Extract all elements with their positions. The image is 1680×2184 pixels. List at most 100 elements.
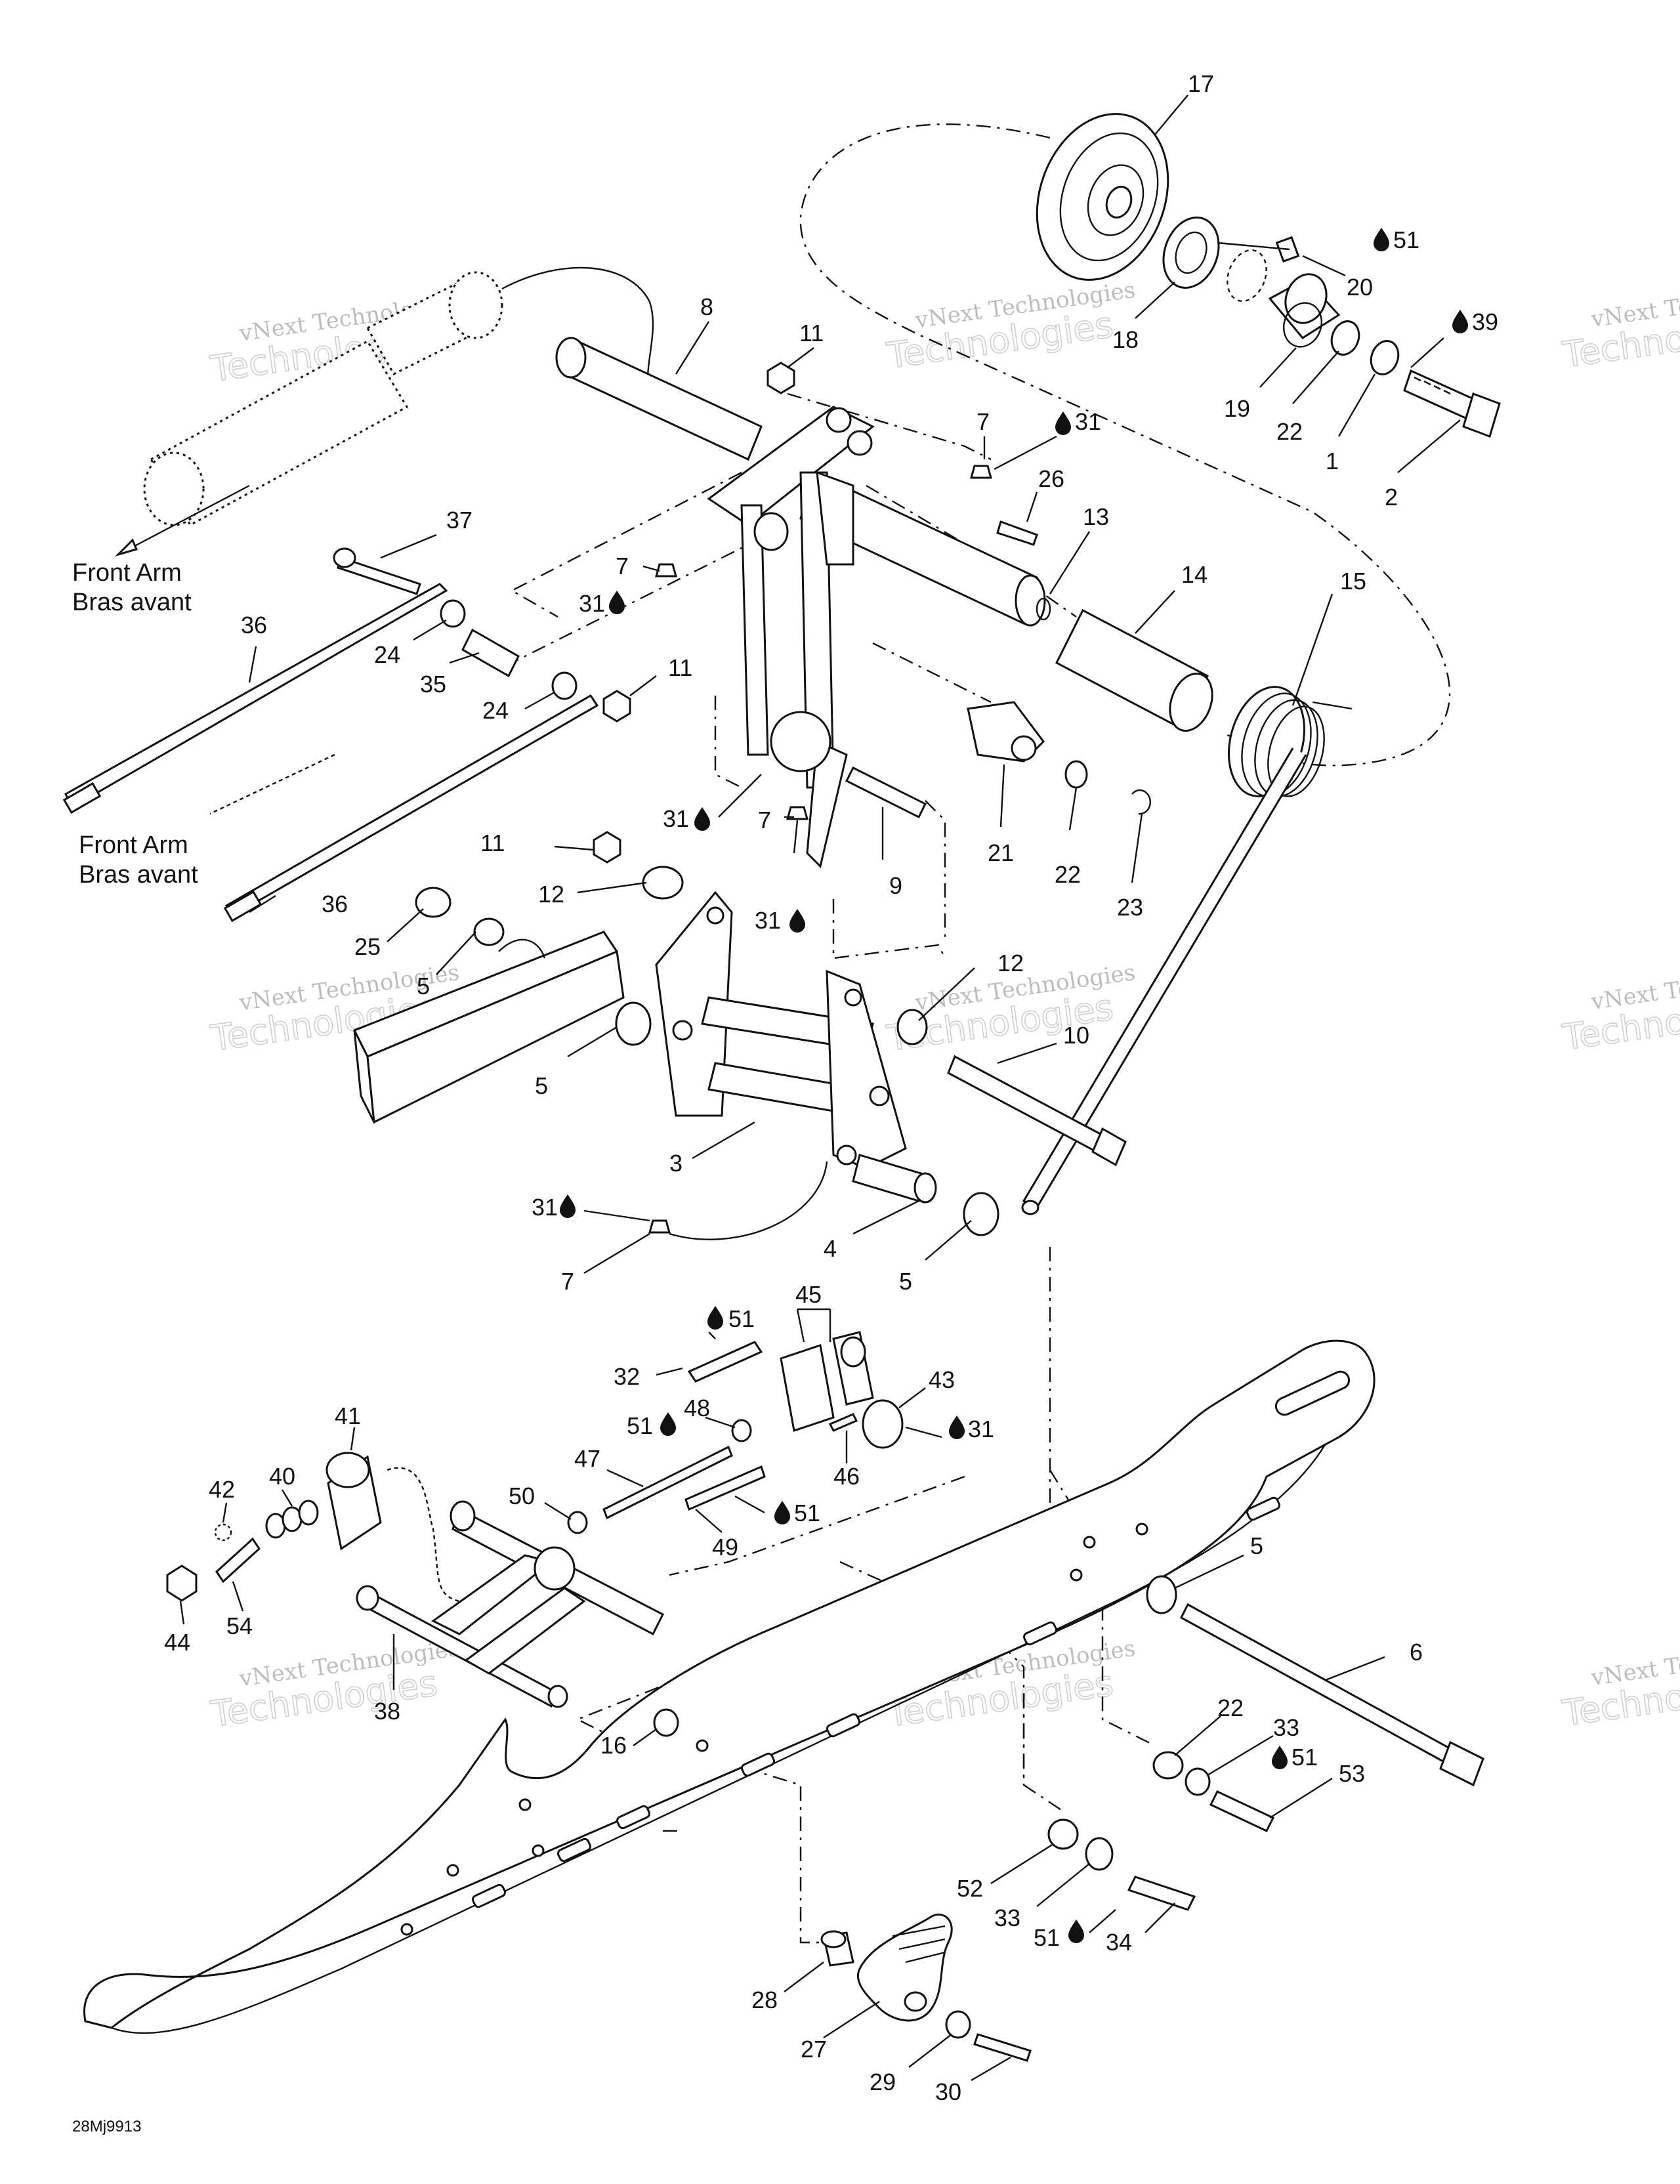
watermark: vNext Technologies Technologies bbox=[207, 1635, 461, 1736]
callout-51: 51 bbox=[627, 1412, 653, 1439]
callout-31: 31 bbox=[755, 907, 781, 934]
callout-51: 51 bbox=[1292, 1744, 1318, 1771]
watermark: vNext Technologies Technologies bbox=[1559, 958, 1680, 1059]
pivot-pin bbox=[215, 1537, 261, 1584]
callout-9: 9 bbox=[889, 872, 902, 899]
callout-45: 45 bbox=[795, 1281, 822, 1308]
callout-7: 7 bbox=[616, 553, 629, 579]
callout-51: 51 bbox=[1034, 1924, 1060, 1951]
drop-icon bbox=[694, 807, 710, 831]
spacer-washer bbox=[440, 599, 466, 628]
callout-44: 44 bbox=[164, 1629, 190, 1656]
block-bolt bbox=[687, 1341, 763, 1383]
flat-washer bbox=[1152, 1751, 1184, 1780]
grease-fitting bbox=[655, 563, 677, 578]
callout-11: 11 bbox=[668, 654, 692, 681]
callout-40: 40 bbox=[269, 1463, 295, 1490]
rail-long-bolt bbox=[1180, 1603, 1484, 1787]
front-arm-label: Front Arm bbox=[72, 559, 182, 587]
callout-22: 22 bbox=[1217, 1694, 1244, 1721]
flat-washer bbox=[473, 917, 505, 946]
callout-22: 22 bbox=[1276, 418, 1303, 445]
drop-icon bbox=[789, 909, 805, 933]
callout-53: 53 bbox=[1339, 1760, 1365, 1787]
lock-washer bbox=[1185, 1767, 1211, 1796]
flat-washer bbox=[1146, 1575, 1177, 1614]
callout-5: 5 bbox=[899, 1268, 912, 1295]
callout-34: 34 bbox=[1106, 1929, 1132, 1956]
callout-51: 51 bbox=[1393, 226, 1419, 253]
lock-washer bbox=[1085, 1837, 1114, 1871]
callout-26: 26 bbox=[1038, 465, 1064, 492]
callout-24: 24 bbox=[482, 697, 509, 724]
callout-32: 32 bbox=[614, 1363, 640, 1390]
callout-46: 46 bbox=[833, 1463, 860, 1490]
spring-adjuster-cam bbox=[967, 701, 1045, 763]
callout-37: 37 bbox=[446, 507, 472, 534]
callout-1: 1 bbox=[1326, 448, 1339, 474]
hex-nut bbox=[593, 831, 621, 864]
hex-nut bbox=[766, 362, 795, 394]
callout-50: 50 bbox=[509, 1482, 535, 1509]
callout-18: 18 bbox=[1112, 326, 1139, 353]
grease-fitting bbox=[786, 806, 808, 820]
wheel-bearing bbox=[1162, 217, 1220, 289]
torsion-spring bbox=[1021, 686, 1353, 1215]
callout-31: 31 bbox=[968, 1416, 994, 1442]
link-bushing bbox=[326, 1452, 382, 1551]
callout-54: 54 bbox=[226, 1612, 253, 1639]
callout-38: 38 bbox=[374, 1698, 400, 1725]
flat-washer bbox=[653, 1708, 679, 1737]
callout-42: 42 bbox=[209, 1476, 235, 1503]
stopper-bolt bbox=[333, 547, 421, 595]
callout-11: 11 bbox=[799, 320, 824, 346]
upper-link-plates bbox=[707, 406, 875, 789]
rear-link-arm bbox=[356, 1500, 665, 1708]
socket-screw bbox=[973, 2033, 1032, 2062]
threaded-rod bbox=[602, 1445, 733, 1520]
circlip bbox=[1227, 249, 1267, 302]
callout-6: 6 bbox=[1410, 1639, 1423, 1666]
callout-39: 39 bbox=[1472, 308, 1498, 335]
flat-washer bbox=[567, 1511, 588, 1534]
callout-3: 3 bbox=[669, 1150, 682, 1177]
callout-35: 35 bbox=[420, 671, 446, 698]
callout-31: 31 bbox=[1075, 408, 1101, 435]
callout-28: 28 bbox=[751, 1986, 778, 2013]
flat-washer bbox=[1330, 320, 1360, 356]
drop-icon bbox=[609, 591, 625, 614]
callout-25: 25 bbox=[354, 933, 381, 960]
flat-washer bbox=[1047, 1818, 1079, 1850]
callout-48: 48 bbox=[684, 1395, 710, 1421]
watermark: vNext Technologies Technologies bbox=[1559, 1634, 1680, 1734]
drop-icon bbox=[1055, 411, 1071, 435]
idler-wheel bbox=[1036, 113, 1169, 281]
callout-7: 7 bbox=[976, 408, 990, 435]
spring-sleeve bbox=[1055, 608, 1213, 732]
shaft-bolt bbox=[996, 520, 1038, 546]
callout-13: 13 bbox=[1083, 503, 1109, 530]
callout-31: 31 bbox=[579, 590, 605, 617]
callout-5: 5 bbox=[417, 973, 430, 999]
watermark: vNext Technologies Technologies bbox=[883, 277, 1137, 377]
callout-51: 51 bbox=[728, 1305, 755, 1332]
thrust-washer bbox=[896, 1009, 928, 1045]
drop-icon bbox=[1068, 1920, 1084, 1943]
drop-icon bbox=[1374, 228, 1389, 251]
callouts: 17 51 20 39 18 19 22 1 2 8 11 7 31 26 13… bbox=[164, 70, 1498, 2105]
arrow-head bbox=[114, 538, 138, 557]
front-arm-note-bottom: Front Arm Bras avant bbox=[79, 831, 198, 889]
cap-screw bbox=[684, 1465, 766, 1511]
axle-bolt bbox=[1403, 369, 1501, 438]
callout-51: 51 bbox=[794, 1500, 820, 1526]
slide-rail-section bbox=[352, 931, 625, 1124]
pivot-pin-lever bbox=[770, 711, 927, 868]
bushing-spacer bbox=[461, 628, 520, 678]
reference-code: 28Mj9913 bbox=[72, 2118, 141, 2135]
callout-21: 21 bbox=[988, 839, 1014, 866]
hex-nut bbox=[602, 690, 631, 723]
grease-fitting bbox=[970, 465, 992, 479]
callout-27: 27 bbox=[801, 2036, 827, 2063]
callout-23: 23 bbox=[1117, 894, 1143, 921]
